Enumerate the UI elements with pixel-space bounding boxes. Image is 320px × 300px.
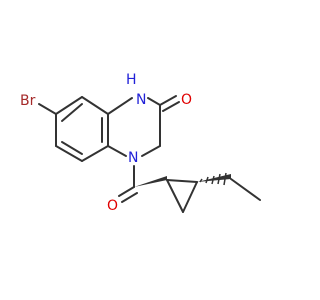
atom-labels: Br H N O N O [20, 72, 192, 214]
hash-wedge-ethyl [199, 172, 227, 186]
bond-c-nh [107, 97, 133, 115]
bond-ring-a4-a5 [81, 145, 109, 162]
atom-label-nh-nitrogen: N [136, 92, 146, 108]
bond-ring-a3-a4 [55, 145, 83, 162]
atom-label-lactam-oxygen: O [181, 92, 192, 108]
bond-amide-co-1 [118, 186, 135, 197]
bond-ethyl-ch2-ch3 [230, 178, 261, 201]
bond-cyclopropane-1 [166, 179, 198, 183]
stereo-bonds [134, 172, 231, 187]
bond-ring-a1-a2 [55, 96, 83, 115]
molecule-structure-diagram: Br H N O N O [20, 72, 261, 214]
bond-lactam-co-2 [162, 101, 180, 112]
atom-label-nh-hydrogen: H [126, 72, 137, 88]
bond-cyclopropane-2 [182, 181, 198, 213]
bonds [38, 95, 261, 213]
wedge-amide-to-cyclopropane [134, 176, 167, 187]
bond-nh-carbonyl [147, 97, 161, 106]
bond-aromatic-inner-2 [61, 141, 83, 155]
bond-cyclopropane-3 [166, 179, 184, 213]
bond-ch2-n [141, 145, 161, 157]
bond-c-br [38, 103, 57, 115]
atom-label-bromine: Br [20, 93, 36, 109]
atom-label-ring-nitrogen: N [128, 150, 138, 166]
bond-lactam-co-1 [159, 95, 177, 106]
bond-n-ring [107, 145, 127, 157]
bond-amide-co-2 [121, 192, 138, 203]
bond-aromatic-inner-1 [61, 103, 83, 122]
atom-label-amide-oxygen: O [107, 198, 118, 214]
bond-ring-a6-a1 [81, 96, 109, 115]
